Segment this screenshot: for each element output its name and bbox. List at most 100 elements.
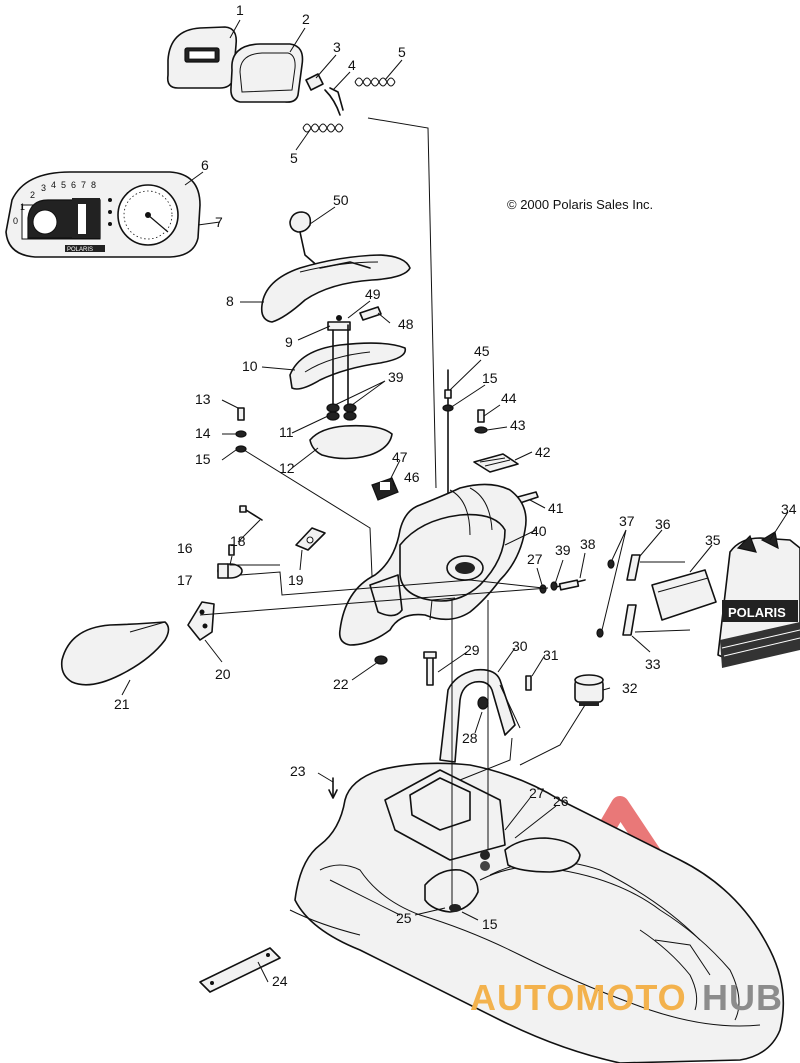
gauge-brand: POLARIS <box>67 247 93 253</box>
callout: 41 <box>548 500 564 516</box>
part-48-bolt <box>359 306 382 321</box>
callout: 38 <box>580 536 596 552</box>
callout: 39 <box>388 369 404 385</box>
callout: 12 <box>279 460 295 476</box>
callout: 37 <box>619 513 635 529</box>
part-36-strip <box>626 554 641 581</box>
part-38-bolt <box>539 579 586 594</box>
callout: 49 <box>365 286 381 302</box>
callout-labels: 1 2 3 4 5 5 6 7 50 8 49 48 9 10 39 11 13… <box>114 2 797 989</box>
part-45-bolt <box>442 369 454 501</box>
callout: 5 <box>398 44 406 60</box>
part-37-washer-bottom <box>596 628 604 638</box>
part-35-filter <box>651 569 717 621</box>
callout: 8 <box>226 293 234 309</box>
callout: 1 <box>236 2 244 18</box>
part-12-plate <box>309 424 393 460</box>
callout: 20 <box>215 666 231 682</box>
part-5-spring-bottom <box>302 123 344 133</box>
callout: 33 <box>645 656 661 672</box>
part-30-column <box>439 668 521 763</box>
part-31-bolt <box>525 675 532 691</box>
callout: 4 <box>348 57 356 73</box>
callout: 16 <box>177 540 193 556</box>
callout: 27 <box>527 551 543 567</box>
callout: 24 <box>272 973 288 989</box>
callout: 22 <box>333 676 349 692</box>
callout: 42 <box>535 444 551 460</box>
part-24-strip <box>199 947 281 993</box>
callout: 30 <box>512 638 528 654</box>
callout: 34 <box>781 501 797 517</box>
part-16-screw <box>228 544 235 556</box>
leader-lines <box>121 19 789 983</box>
callout: 45 <box>474 343 490 359</box>
callout: 31 <box>543 647 559 663</box>
part-18-screw <box>239 505 263 521</box>
panel-brand: POLARIS <box>728 605 786 620</box>
callout: 5 <box>290 150 298 166</box>
part-21-mirror <box>60 621 170 686</box>
callout: 13 <box>195 391 211 407</box>
callout: 36 <box>655 516 671 532</box>
callout: 39 <box>555 542 571 558</box>
callout: 18 <box>230 533 246 549</box>
callout: 21 <box>114 696 130 712</box>
callout: 43 <box>510 417 526 433</box>
part-1-bezel <box>166 26 238 89</box>
tach-digit: 1 <box>20 202 25 212</box>
callout: 27 <box>529 785 545 801</box>
callout: 14 <box>195 425 211 441</box>
part-40-steering-housing <box>338 483 527 646</box>
part-6-7-gauge-cluster: 0 1 2 3 4 5 6 7 8 POLARIS <box>5 171 201 258</box>
part-32-cap <box>574 674 604 706</box>
part-47-connector <box>371 477 399 501</box>
callout: 7 <box>215 214 223 230</box>
part-4-lever <box>324 87 344 116</box>
watermark-text-auto: AUTOMOTO <box>470 977 687 1018</box>
tach-digit: 3 <box>41 183 46 193</box>
callout: 48 <box>398 316 414 332</box>
callout: 9 <box>285 334 293 350</box>
copyright-text: © 2000 Polaris Sales Inc. <box>507 197 653 212</box>
watermark-text-hub: HUB <box>702 977 783 1018</box>
part-3-switch <box>305 73 324 91</box>
tach-digit: 8 <box>91 180 96 190</box>
callout: 46 <box>404 469 420 485</box>
tach-digit: 7 <box>81 180 86 190</box>
part-11-nuts <box>326 324 357 421</box>
callout: 6 <box>201 157 209 173</box>
callout: 50 <box>333 192 349 208</box>
callout: 28 <box>462 730 478 746</box>
callout: 15 <box>195 451 211 467</box>
part-17-grommet <box>217 563 243 579</box>
tach-digit: 5 <box>61 180 66 190</box>
part-19-clip <box>295 527 326 551</box>
part-34-side-panel: POLARIS <box>717 531 800 668</box>
tach-digit: 0 <box>13 216 18 226</box>
callout: 35 <box>705 532 721 548</box>
callout: 32 <box>622 680 638 696</box>
part-5-spring-top <box>354 77 396 87</box>
callout: 3 <box>333 39 341 55</box>
callout: 23 <box>290 763 306 779</box>
callout: 10 <box>242 358 258 374</box>
part-23-pin <box>328 777 338 799</box>
callout: 19 <box>288 572 304 588</box>
part-13-bolt <box>235 407 247 453</box>
callout: 26 <box>553 793 569 809</box>
part-29-stud <box>423 651 437 686</box>
callout: 15 <box>482 370 498 386</box>
tach-digit: 6 <box>71 180 76 190</box>
hull-deck <box>289 762 785 1063</box>
callout: 15 <box>482 916 498 932</box>
part-20-mirror-mount <box>187 601 215 641</box>
callout: 11 <box>279 424 294 440</box>
part-2-lens-frame <box>230 43 304 103</box>
part-44-bolt <box>474 409 488 434</box>
part-8-upper-cover <box>260 254 411 323</box>
callout: 17 <box>177 572 193 588</box>
part-9-bracket <box>327 315 351 331</box>
callout: 25 <box>396 910 412 926</box>
